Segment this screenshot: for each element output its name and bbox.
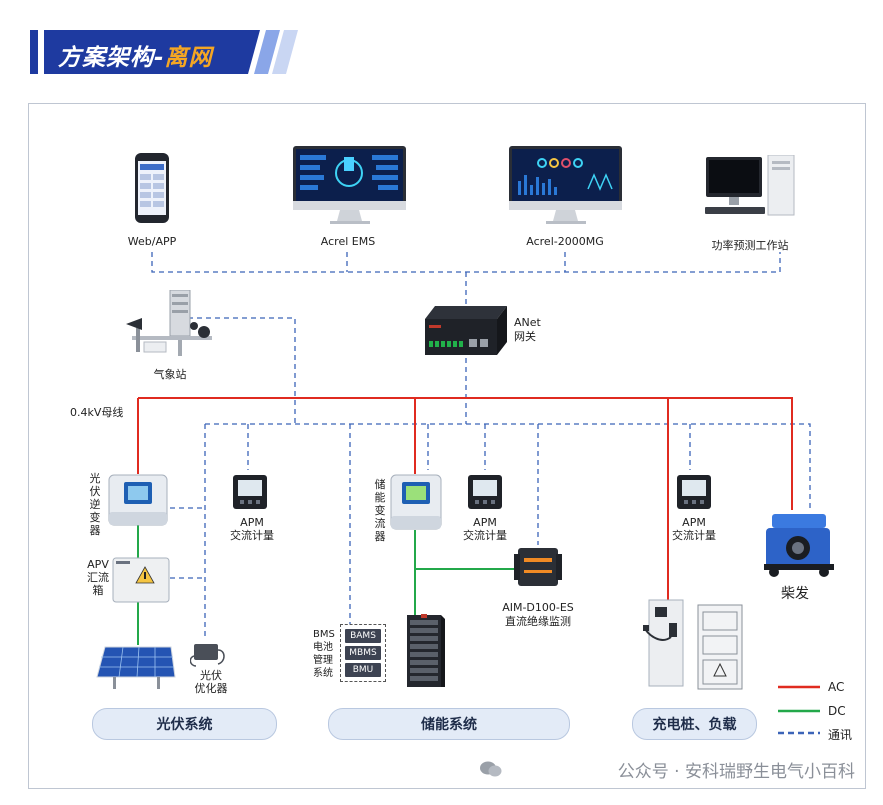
phone-icon (135, 153, 169, 223)
bms-group: BAMS MBMS BMU (340, 624, 386, 682)
legend-swatches (778, 685, 820, 735)
apv-combiner-icon (112, 557, 170, 603)
pv-inverter-icon (108, 474, 168, 526)
diesel-generator-icon (764, 514, 834, 577)
storage-system-pill: 储能系统 (328, 708, 570, 740)
legend-comm: 通讯 (828, 728, 853, 742)
bus-label: 0.4kV母线 (70, 406, 124, 419)
page-title: 方案架构-离网 (58, 45, 213, 71)
diagram-frame (28, 103, 866, 789)
apv-box-label: APV汇流箱 (87, 558, 109, 597)
ac-lines (137, 397, 793, 600)
acrel-2000mg-label: Acrel-2000MG (526, 235, 604, 248)
pv-optimizer-label: 光伏优化器 (194, 669, 228, 695)
monitor-icon (293, 146, 406, 224)
insulation-monitor-icon (514, 548, 562, 586)
apm-meter-icon (677, 475, 711, 509)
apm-meter-icon (233, 475, 267, 509)
battery-rack-icon (407, 614, 445, 687)
ev-charger-icon (643, 599, 684, 687)
pv-inverter-label: 光伏逆变器 (89, 472, 101, 537)
bms-bams: BAMS (345, 629, 381, 643)
dc-lines (137, 525, 515, 645)
bms-mbms: MBMS (345, 646, 381, 660)
gateway-icon (425, 306, 507, 355)
watermark: 公众号 · 安科瑞野生电气小百科 (617, 762, 855, 782)
storage-pcs-icon (390, 474, 442, 530)
solar-panel-icon (96, 646, 176, 689)
diesel-label: 柴发 (781, 586, 809, 602)
monitor-icon (509, 146, 622, 224)
load-cabinet-icon (697, 604, 743, 690)
web-app-label: Web/APP (127, 235, 177, 248)
title-banner (30, 30, 298, 74)
workstation-icon (705, 155, 795, 216)
storage-pcs-label: 储能变流器 (374, 478, 386, 543)
weather-station-icon (126, 290, 212, 356)
workstation-label: 功率预测工作站 (711, 239, 789, 252)
comm-lines (151, 252, 811, 638)
apm-meter-icon (468, 475, 502, 509)
legend-dc: DC (828, 704, 846, 718)
weather-station-label: 气象站 (153, 368, 187, 381)
charging-load-pill: 充电桩、负载 (632, 708, 757, 740)
pv-optimizer-icon (190, 644, 225, 667)
legend-ac: AC (828, 680, 845, 694)
acrel-ems-label: Acrel EMS (320, 235, 376, 248)
bms-bmu: BMU (345, 663, 381, 677)
wechat-icon (480, 761, 502, 777)
pv-system-pill: 光伏系统 (92, 708, 277, 740)
